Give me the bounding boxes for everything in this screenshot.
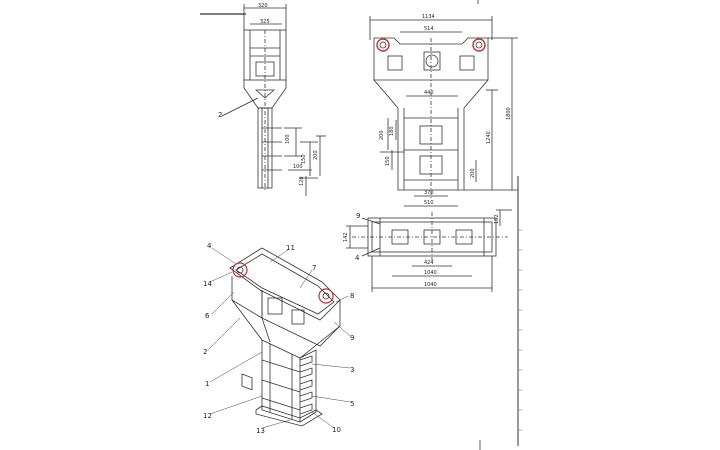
front-dim-h3: 150 — [385, 156, 391, 166]
front-dim-overall: 1134 — [422, 14, 435, 20]
front-dim-mid: 440 — [424, 90, 434, 96]
plan-dim-right: 152 — [494, 214, 500, 224]
iso-callout-5: 5 — [350, 400, 354, 408]
front-dim-total: 1800 — [506, 107, 512, 120]
plan-dim-mid: 1040 — [424, 270, 437, 276]
plan-dim-inner: 424 — [424, 260, 434, 266]
side-dim-2: 150 — [301, 154, 307, 164]
plan-view: 142 152 424 1040 1040 9 4 — [343, 209, 522, 450]
front-dim-main: 1240 — [486, 131, 492, 144]
iso-callout-13: 13 — [256, 427, 265, 435]
iso-callout-11: 11 — [286, 244, 295, 252]
side-dim-5: 120 — [299, 176, 305, 186]
iso-callout-2: 2 — [203, 348, 207, 356]
iso-callout-3: 3 — [350, 366, 354, 374]
front-dim-h4: 200 — [470, 168, 476, 178]
plan-callout-9: 9 — [356, 212, 360, 220]
iso-callout-10: 10 — [332, 426, 341, 434]
side-view: 320 325 100 150 200 100 — [200, 3, 326, 196]
side-dim-top: 320 — [258, 3, 268, 9]
plan-dim-overall: 1040 — [424, 282, 437, 288]
front-dim-lower-a: 370 — [424, 190, 434, 196]
side-dim-inner: 325 — [260, 19, 270, 25]
iso-callout-7: 7 — [312, 264, 316, 272]
front-dim-lower-b: 510 — [424, 200, 434, 206]
front-dim-h2: 180 — [389, 126, 395, 136]
side-dim-1: 100 — [285, 134, 291, 144]
side-dim-4: 100 — [293, 164, 303, 170]
front-view: 1134 514 440 200 180 150 — [369, 0, 519, 446]
plan-callout-4: 4 — [355, 254, 360, 262]
iso-view: 4 11 14 7 6 8 2 9 1 3 12 5 13 10 — [203, 242, 354, 435]
plan-dim-left: 142 — [343, 232, 349, 242]
iso-callout-6: 6 — [205, 312, 210, 320]
iso-callout-14: 14 — [203, 280, 212, 288]
iso-callout-8: 8 — [350, 292, 354, 300]
side-dim-3: 200 — [313, 150, 319, 160]
front-dim-h1: 200 — [379, 130, 385, 140]
front-dim-upper: 514 — [424, 26, 434, 32]
side-callout-2: 2 — [218, 111, 222, 119]
iso-callout-1: 1 — [205, 380, 209, 388]
iso-callout-12: 12 — [203, 412, 212, 420]
iso-callout-4: 4 — [207, 242, 212, 250]
iso-callout-9: 9 — [350, 334, 354, 342]
